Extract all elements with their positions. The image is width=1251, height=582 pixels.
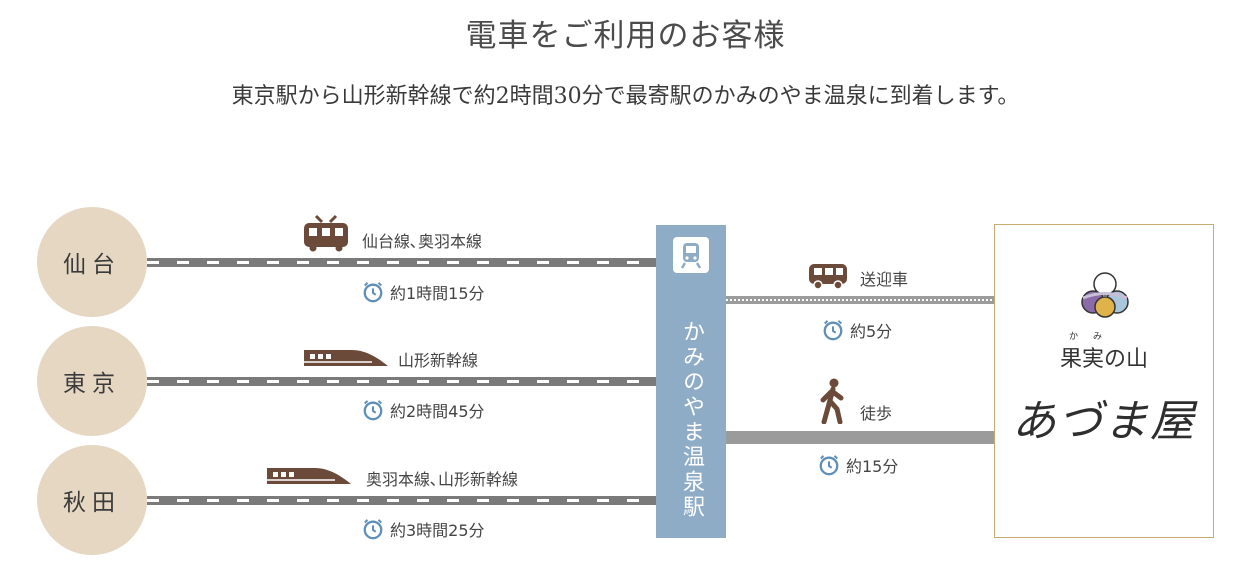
line-name-sendai: 仙台線､奥羽本線 (362, 232, 483, 251)
time-text: 約15分 (846, 457, 899, 476)
walk-route-line (726, 431, 994, 444)
station-icon-box (673, 237, 709, 273)
shinkansen-icon (304, 350, 388, 366)
transfer-label-shuttle: 送迎車 (860, 270, 909, 289)
fruit-circles-logo (1081, 272, 1129, 318)
shuttle-route-line (726, 296, 994, 304)
origin-label: 東京 (63, 371, 121, 397)
time-text: 約2時間45分 (390, 402, 485, 421)
destination-box: か み 果実の山 あづま屋 (994, 224, 1214, 538)
clock-icon (363, 400, 383, 421)
line-name-akita: 奥羽本線､山形新幹線 (366, 470, 519, 489)
origin-circle-tokyo: 東京 (37, 326, 147, 436)
line-name-tokyo: 山形新幹線 (398, 351, 479, 370)
origin-label: 仙台 (63, 252, 121, 278)
page-subtitle: 東京駅から山形新幹線で約2時間30分で最寄駅のかみのやま温泉に到着します。 (231, 84, 1020, 109)
ruby-mi: み (1093, 332, 1103, 342)
page-title: 電車をご利用のお客様 (465, 18, 786, 54)
clock-icon (823, 320, 843, 341)
shinkansen-icon (267, 468, 351, 484)
train-front-icon (680, 243, 702, 269)
time-text: 約5分 (850, 322, 893, 341)
rail-track-sendai (147, 258, 656, 267)
origin-circle-sendai: 仙台 (37, 207, 147, 317)
travel-time-tokyo: 約2時間45分 (362, 398, 485, 422)
travel-time-sendai: 約1時間15分 (362, 280, 485, 304)
clock-icon (819, 455, 839, 476)
rail-track-tokyo (147, 377, 656, 386)
ruby-ka: か (1069, 332, 1079, 342)
time-text: 約1時間15分 (390, 284, 485, 303)
clock-icon (363, 282, 383, 303)
time-text: 約3時間25分 (390, 521, 485, 540)
clock-icon (363, 519, 383, 540)
rail-track-akita (147, 496, 656, 505)
origin-circle-akita: 秋田 (37, 445, 147, 555)
transfer-time-shuttle: 約5分 (822, 318, 892, 342)
walking-person-icon (820, 378, 844, 424)
local-train-icon (304, 214, 348, 252)
origin-label: 秋田 (63, 490, 121, 516)
bus-icon (809, 264, 847, 290)
station-block: かみのやま温泉駅 (656, 225, 726, 538)
inn-name: あづま屋 (1012, 396, 1196, 447)
inn-subtitle: 果実の山 (1059, 347, 1148, 372)
travel-time-akita: 約3時間25分 (362, 517, 485, 541)
transfer-time-walk: 約15分 (818, 453, 898, 477)
transfer-label-walk: 徒歩 (860, 404, 893, 423)
station-name: かみのやま温泉駅 (679, 320, 704, 520)
